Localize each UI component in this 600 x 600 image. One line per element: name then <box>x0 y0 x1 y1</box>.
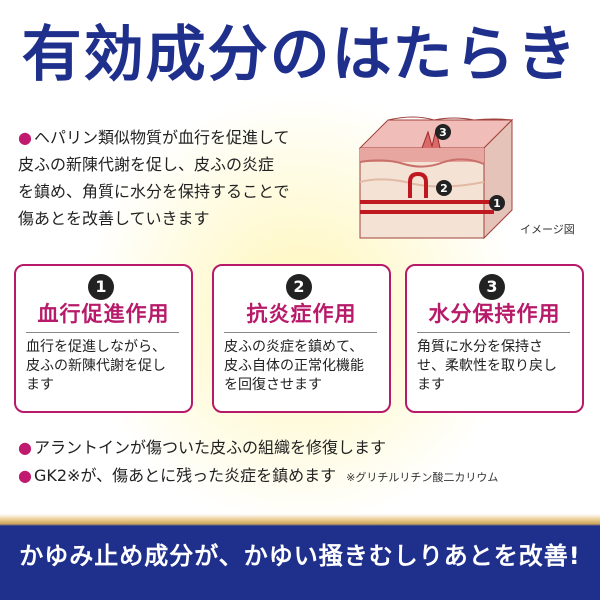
card-moisture-retention: 3 水分保持作用 角質に水分を保持さ せ、柔軟性を取り戻し ます <box>405 264 584 413</box>
gk2-text: GK2※が、傷あとに残った炎症を鎮めます <box>33 466 337 485</box>
card-blood-flow: 1 血行促進作用 血行を促進しながら、 皮ふの新陳代謝を促し ます <box>14 264 193 413</box>
number-badge: 2 <box>286 274 312 300</box>
intro-line: ヘパリン類似物質が血行を促進して <box>33 128 290 147</box>
card-body-line: を回復させます <box>224 377 322 393</box>
marker-2-icon <box>436 180 452 196</box>
footer-banner <box>0 514 600 600</box>
bullet-icon: ● <box>18 128 32 147</box>
card-heading: 血行促進作用 <box>37 302 170 326</box>
card-body-line: 角質に水分を保持さ <box>417 339 543 355</box>
card-heading: 水分保持作用 <box>428 302 561 326</box>
card-body-line: 血行を促進しながら、 <box>26 339 166 355</box>
card-anti-inflammatory: 2 抗炎症作用 皮ふの炎症を鎮めて、 皮ふ自体の正常化機能 を回復させます <box>212 264 391 413</box>
card-divider <box>224 332 377 333</box>
marker-1-label: 1 <box>493 197 501 210</box>
number-badge: 3 <box>479 274 505 300</box>
diagram-caption: イメージ図 <box>520 223 575 236</box>
marker-2-label: 2 <box>440 182 448 195</box>
card-body-line: 皮ふの炎症を鎮めて、 <box>224 339 364 355</box>
card-divider <box>417 332 570 333</box>
marker-3-icon <box>435 124 451 140</box>
gk2-footnote: ※グリチルリチン酸二カリウム <box>346 471 499 484</box>
intro-text: ●ヘパリン類似物質が血行を促進して 皮ふの新陳代謝を促し、皮ふの炎症 を鎮め、角… <box>18 124 358 232</box>
page-title: 有効成分のはたらき <box>21 20 579 90</box>
bullet-icon: ● <box>18 438 32 457</box>
card-body-line: ます <box>26 377 54 393</box>
card-body-line: せ、柔軟性を取り戻し <box>417 358 557 374</box>
card-body-line: ます <box>417 377 445 393</box>
card-heading: 抗炎症作用 <box>246 302 357 326</box>
card-divider <box>26 332 179 333</box>
intro-line: 傷あとを改善していきます <box>18 209 210 228</box>
card-body: 血行を促進しながら、 皮ふの新陳代謝を促し ます <box>26 338 184 395</box>
card-body-line: 皮ふ自体の正常化機能 <box>224 358 364 374</box>
marker-3-label: 3 <box>439 126 447 139</box>
number-badge: 1 <box>88 274 114 300</box>
card-body: 角質に水分を保持さ せ、柔軟性を取り戻し ます <box>417 338 575 395</box>
intro-line: 皮ふの新陳代謝を促し、皮ふの炎症 <box>18 155 275 174</box>
marker-1-icon <box>489 195 505 211</box>
gk2-line: ●GK2※が、傷あとに残った炎症を鎮めます ※グリチルリチン酸二カリウム <box>18 462 498 486</box>
card-body: 皮ふの炎症を鎮めて、 皮ふ自体の正常化機能 を回復させます <box>224 338 382 395</box>
allantoin-line: ●アラントインが傷ついた皮ふの組織を修復します <box>18 434 386 458</box>
skin-diagram: 3 2 1 <box>358 116 514 240</box>
card-body-line: 皮ふの新陳代謝を促し <box>26 358 166 374</box>
bullet-icon: ● <box>18 466 32 485</box>
intro-line: を鎮め、角質に水分を保持することで <box>18 182 290 201</box>
allantoin-text: アラントインが傷ついた皮ふの組織を修復します <box>33 438 386 457</box>
footer-text: かゆみ止め成分が、かゆい掻きむしりあとを改善! <box>19 542 581 570</box>
